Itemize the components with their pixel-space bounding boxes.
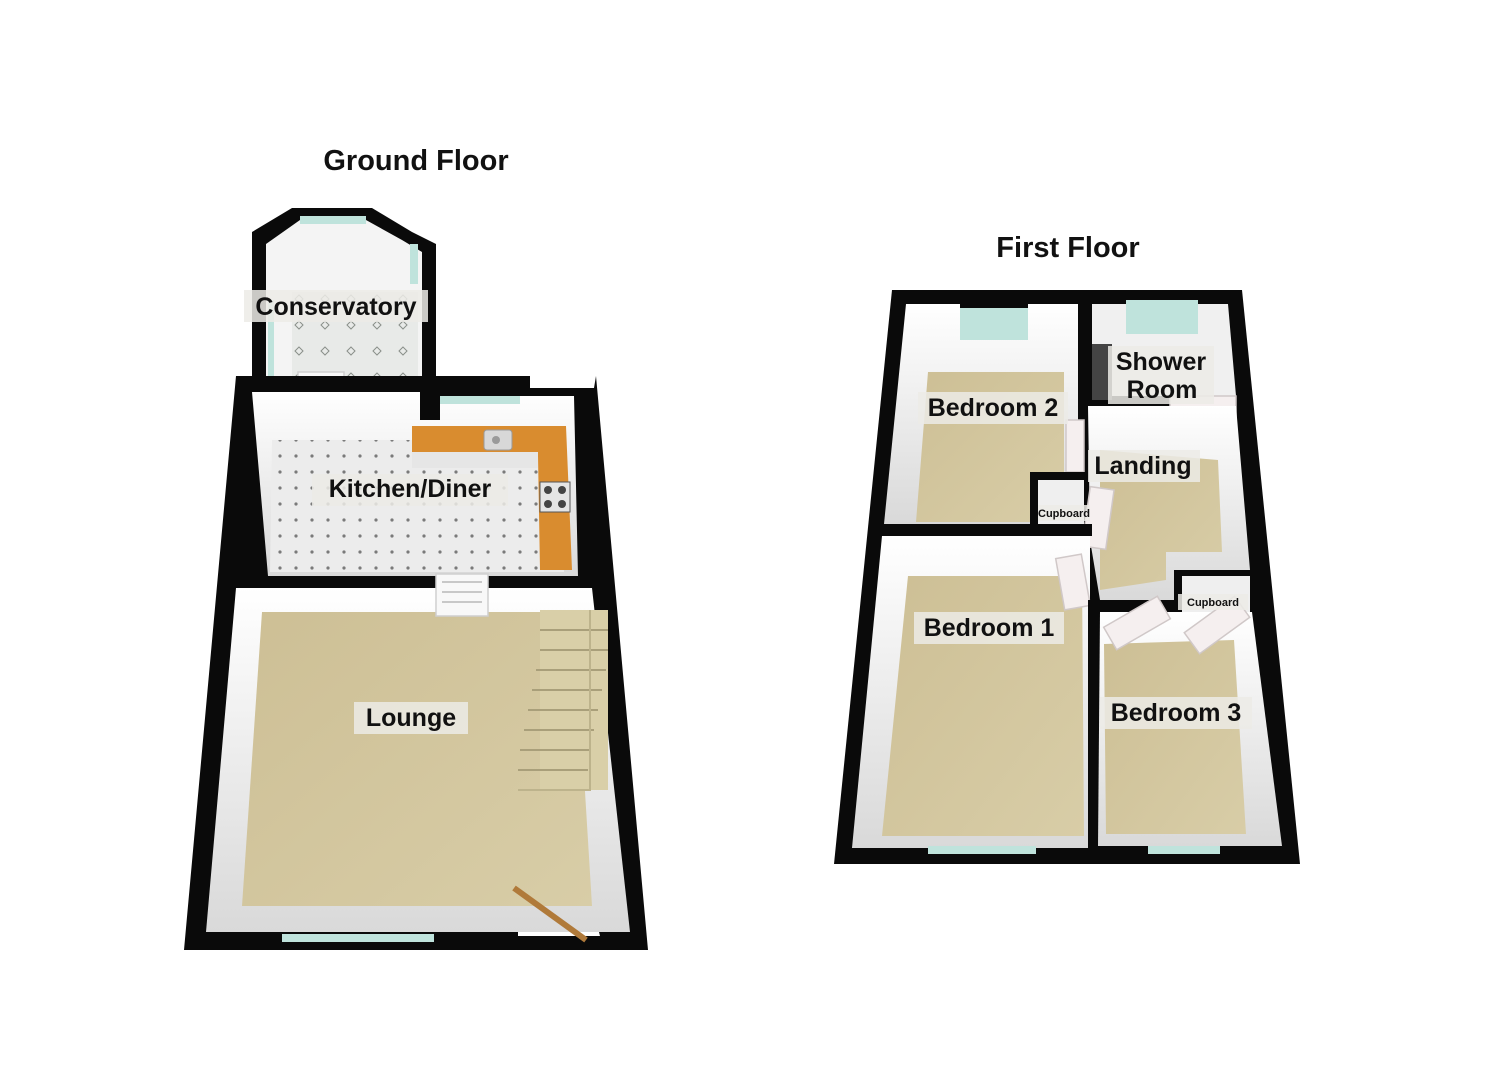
window-glass [1126,300,1198,334]
lounge-label: Lounge [366,704,456,732]
shower-room-label-line-2: Room [1127,376,1198,404]
bedroom-1-label: Bedroom 1 [924,614,1055,642]
cupboard-b-label: Cupboard [1187,597,1239,609]
first-floor-title: First Floor [996,232,1139,264]
hob-icon [539,481,571,513]
first-floor: First Floor Bedroom 2 Shower Room Landin… [834,232,1300,864]
bedroom-2-door [1065,419,1085,473]
conservatory-label: Conservatory [255,293,416,321]
kitchen-diner-label: Kitchen/Diner [329,475,492,503]
window-glass [282,934,434,942]
landing-label: Landing [1094,452,1191,480]
ground-floor: Ground Floor Conservatory Kitchen/Diner … [184,145,648,950]
kitchen-door [435,573,489,617]
cupboard-a-label: Cupboard [1038,508,1090,520]
lounge-room [206,573,630,943]
window-glass [440,396,520,404]
bedroom-3-door [1102,595,1172,651]
shower-room-label-line-1: Shower [1116,348,1207,376]
front-door [512,885,588,943]
shower-tray-icon [1092,344,1112,400]
bedroom-1-door [1054,553,1092,611]
staircase [518,610,608,791]
window-glass [268,300,274,378]
ground-floor-title: Ground Floor [323,145,508,177]
window-glass [1148,846,1220,854]
bedroom-1-room [852,536,1092,854]
window-glass [300,216,366,224]
window-glass [928,846,1036,854]
bedroom-2-label: Bedroom 2 [928,394,1059,422]
bedroom-3-label: Bedroom 3 [1111,699,1242,727]
window-glass [410,244,418,284]
